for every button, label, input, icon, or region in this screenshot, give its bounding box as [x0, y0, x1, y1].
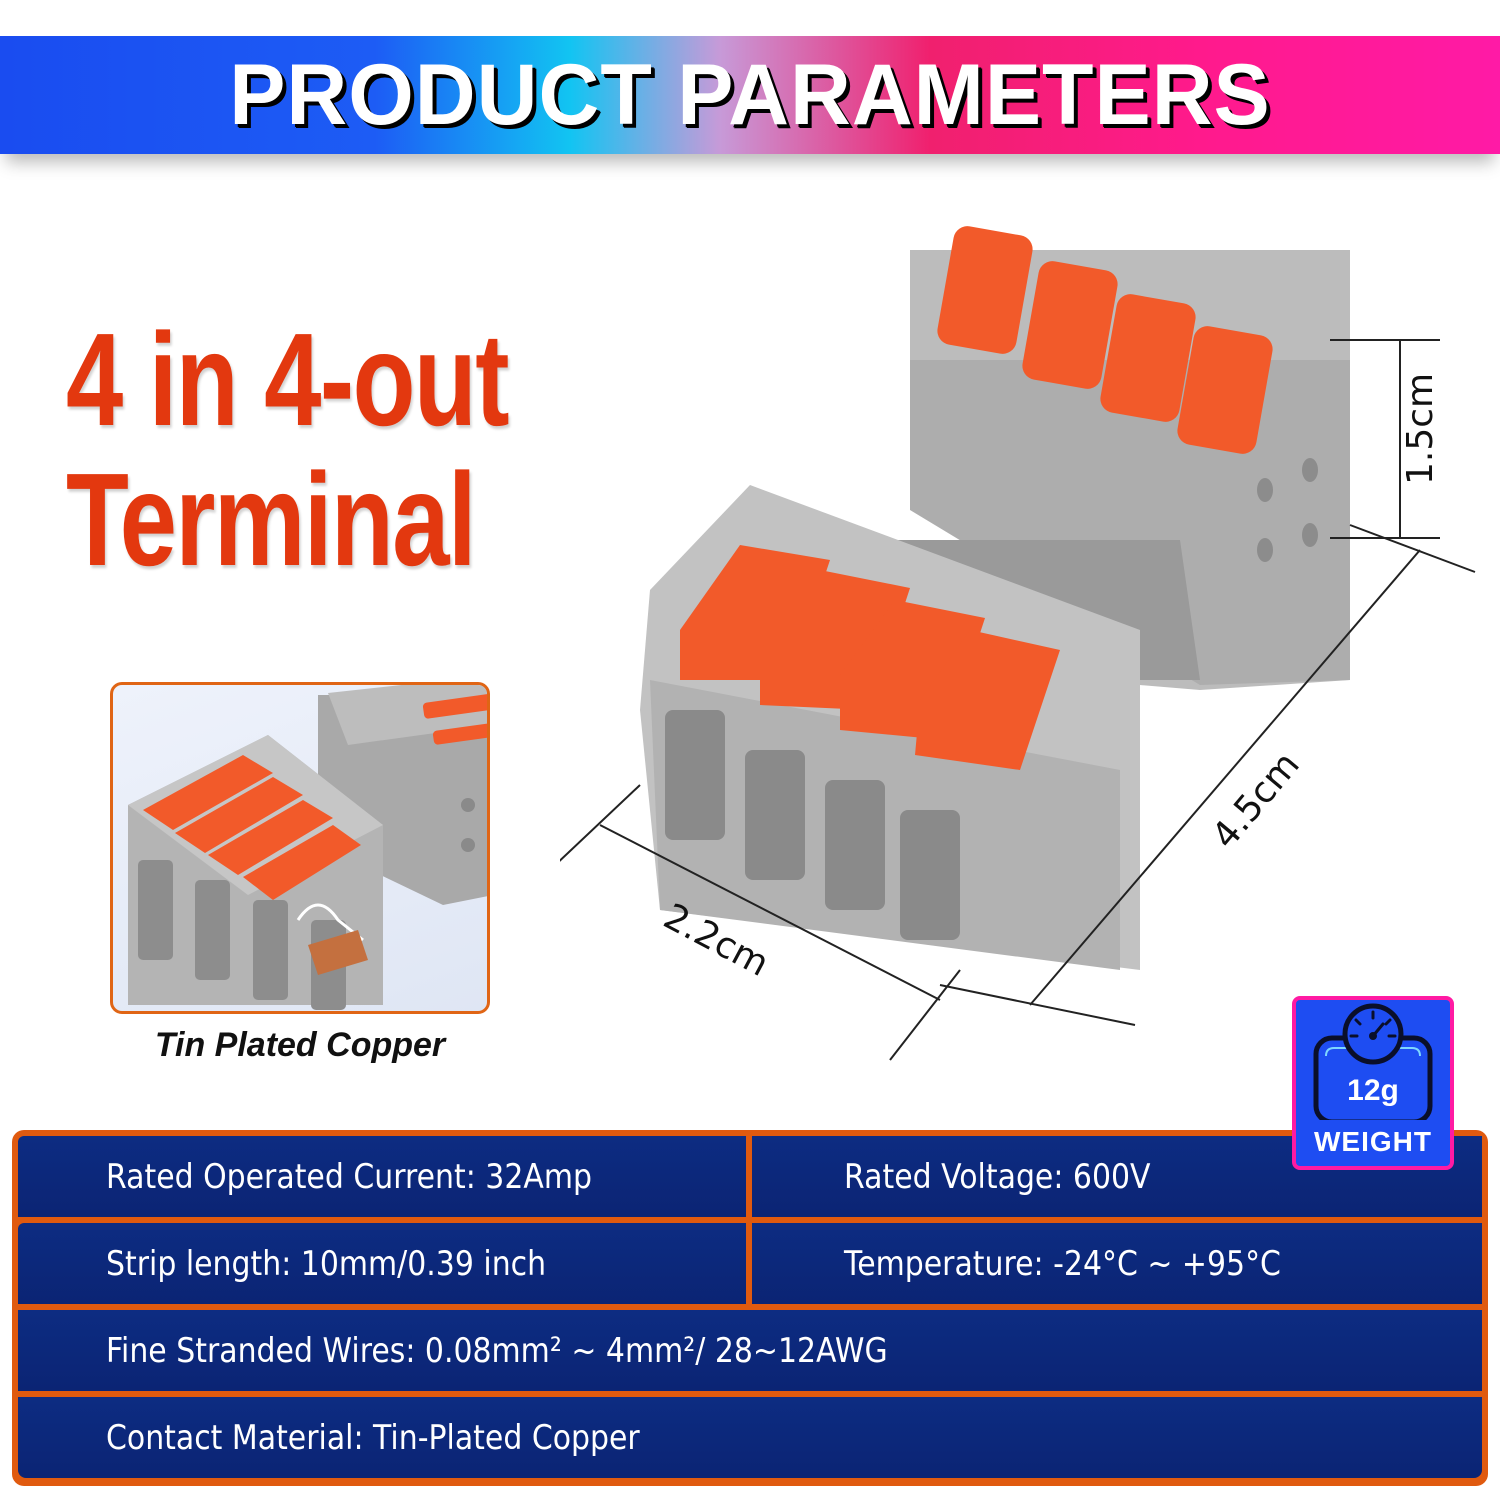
product-image: 1.5cm 4.5cm 2.2cm	[549, 210, 1500, 1080]
spec-cell-temperature: Temperature: -24°C ~ +95°C	[752, 1223, 1482, 1304]
product-headline: 4 in 4-out Terminal	[66, 306, 510, 593]
weight-label: WEIGHT	[1314, 1126, 1432, 1157]
spec-table: Rated Operated Current: 32Amp Rated Volt…	[12, 1130, 1488, 1486]
spec-cell-contact-material: Contact Material: Tin-Plated Copper	[18, 1397, 1482, 1478]
scale-icon	[1313, 1003, 1433, 1120]
header-banner: PRODUCT PARAMETERS	[0, 36, 1500, 154]
inset-photo	[110, 682, 490, 1014]
spec-cell-wire-range: Fine Stranded Wires: 0.08mm² ~ 4mm²/ 28~…	[18, 1310, 1482, 1391]
spec-cell-strip-length: Strip length: 10mm/0.39 inch	[18, 1223, 746, 1304]
spec-row: Strip length: 10mm/0.39 inch Temperature…	[18, 1223, 1482, 1304]
spec-cell-rated-current: Rated Operated Current: 32Amp	[18, 1136, 746, 1217]
headline-line-1: 4 in 4-out	[66, 306, 510, 453]
spec-row: Contact Material: Tin-Plated Copper	[18, 1397, 1482, 1478]
weight-value: 12g	[1347, 1074, 1399, 1107]
inset-caption: Tin Plated Copper	[154, 1026, 446, 1064]
height-dimension-label: 1.5cm	[1400, 372, 1441, 485]
terminal-connector-illustration	[549, 226, 1476, 1061]
banner-title: PRODUCT PARAMETERS	[229, 46, 1271, 143]
spec-row: Fine Stranded Wires: 0.08mm² ~ 4mm²/ 28~…	[18, 1310, 1482, 1391]
headline-line-2: Terminal	[66, 446, 477, 593]
connector-closeup-image	[128, 685, 487, 1010]
weight-badge: 12g WEIGHT	[1292, 996, 1454, 1170]
spec-row: Rated Operated Current: 32Amp Rated Volt…	[18, 1136, 1482, 1217]
